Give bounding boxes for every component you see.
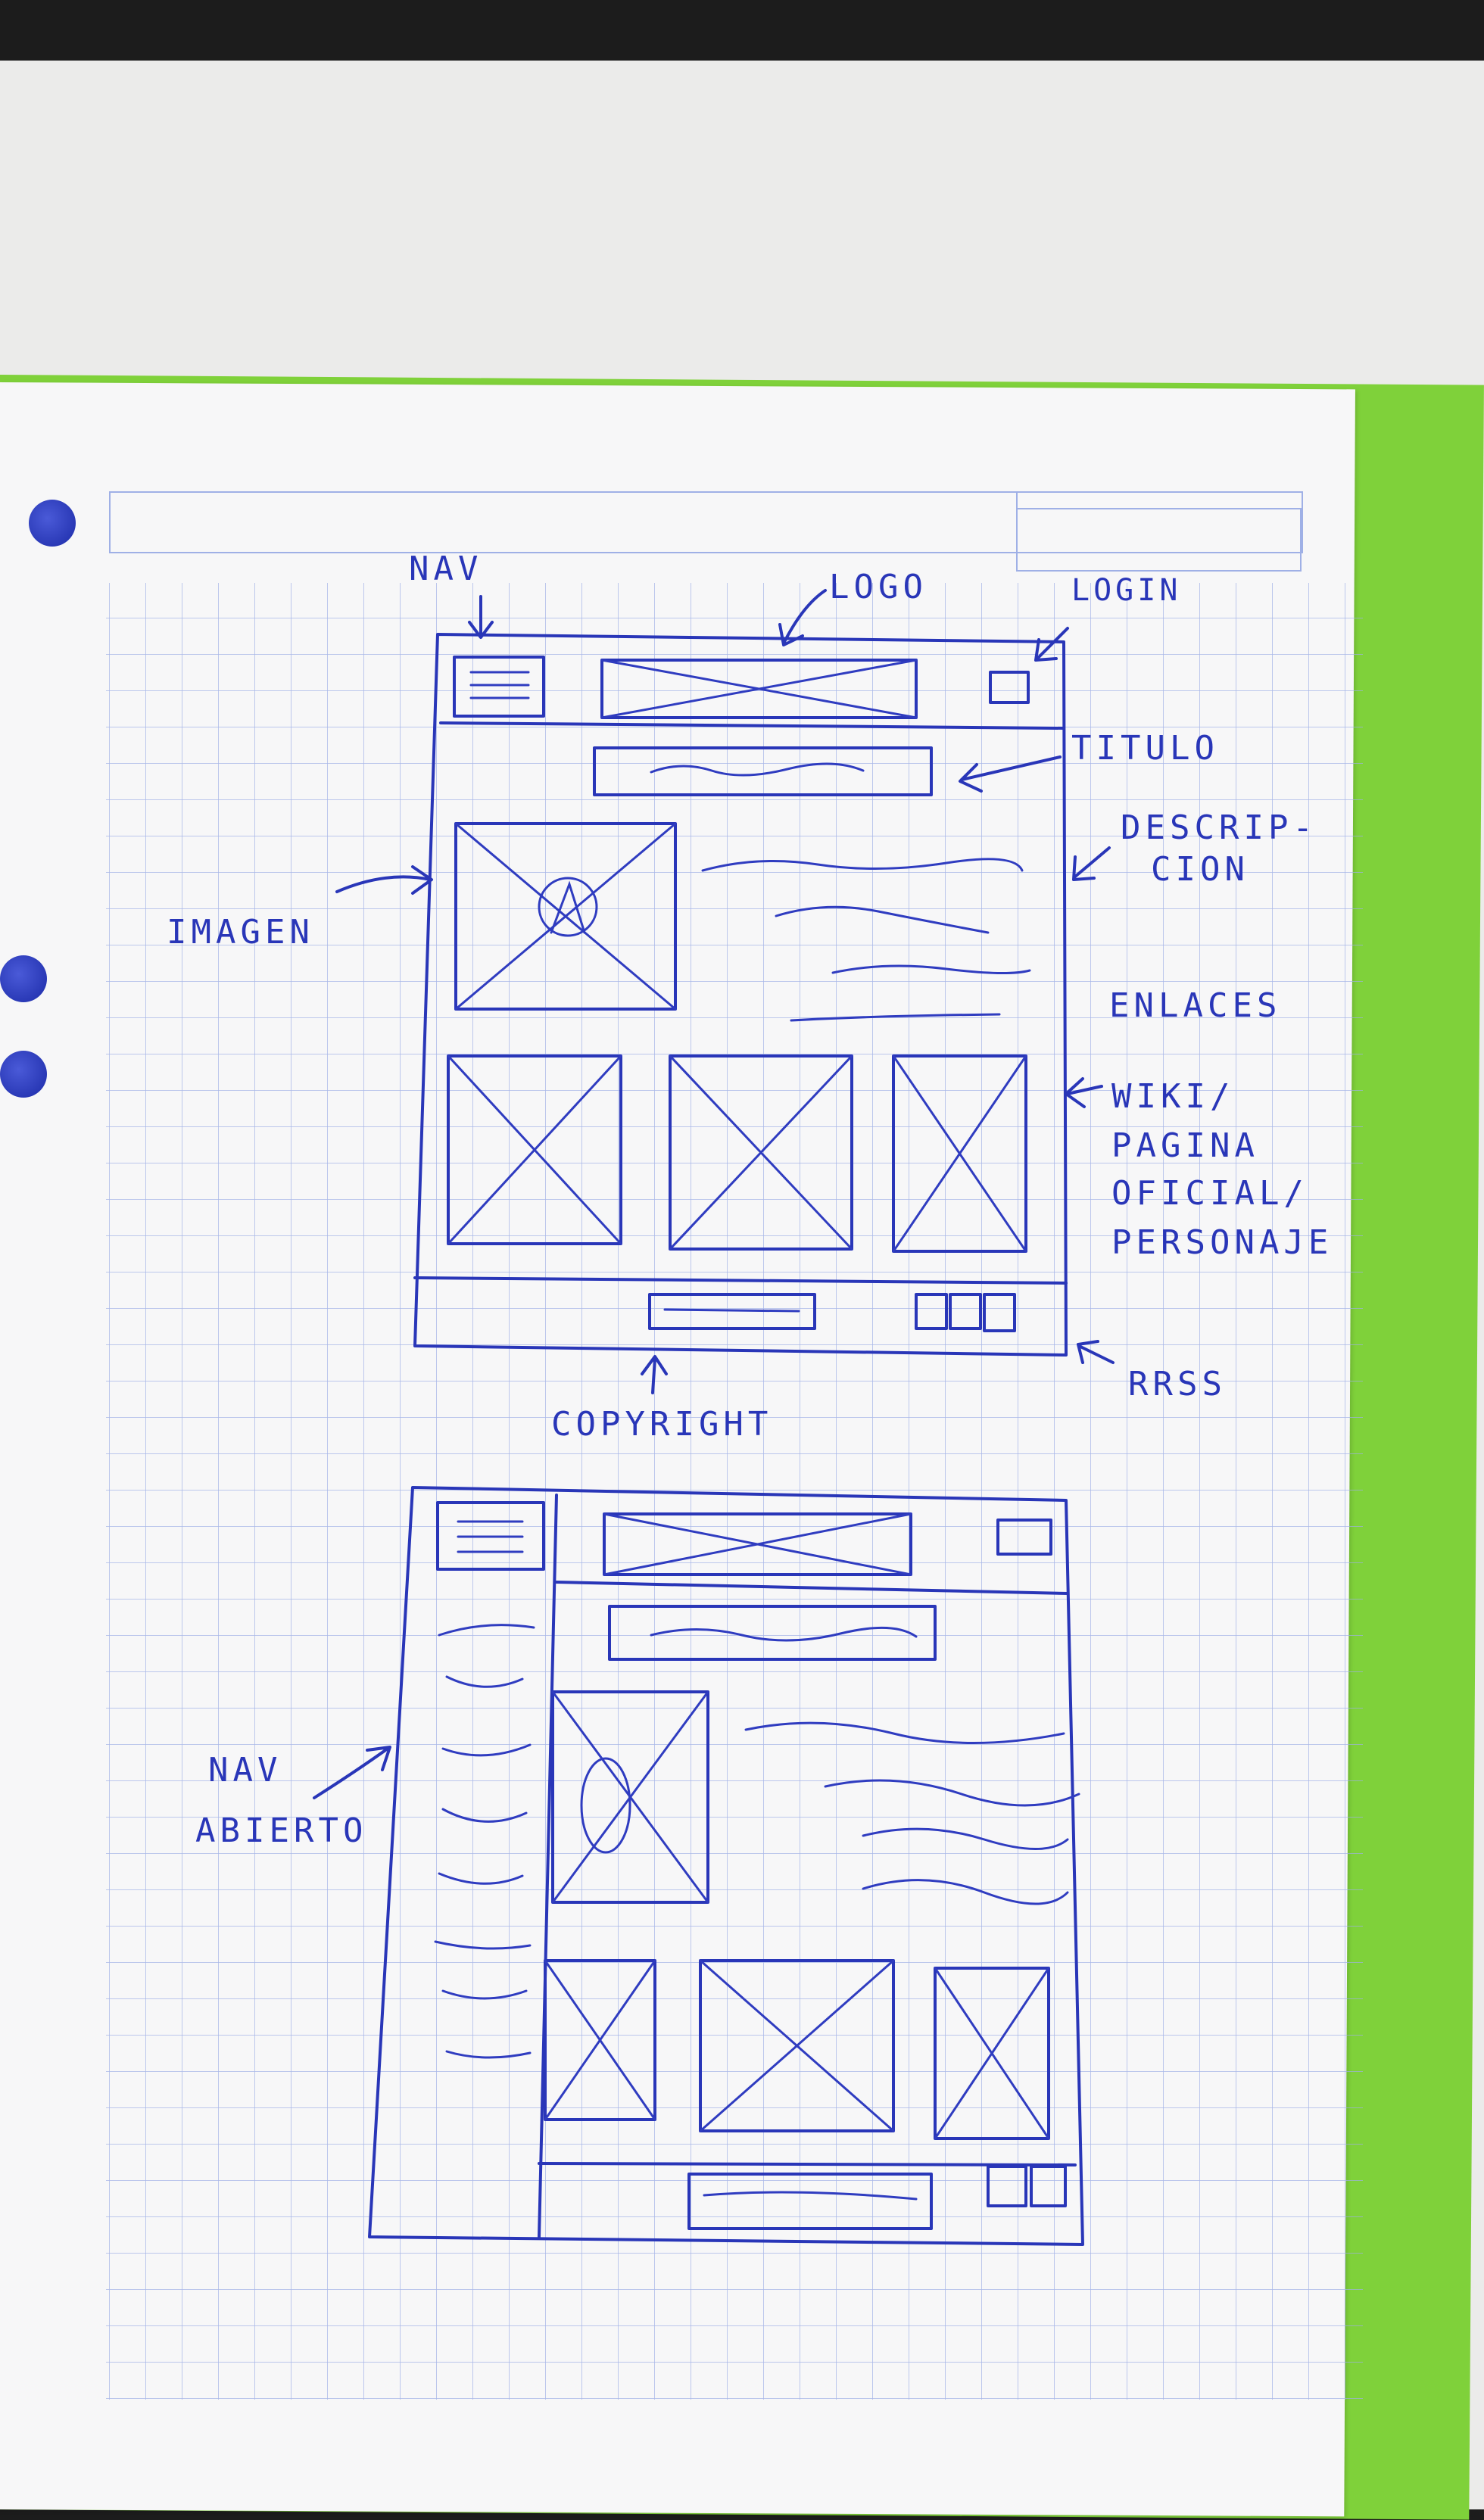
label-descripcion-2: CION — [1151, 850, 1249, 889]
label-nav-abierto-1: NAV — [208, 1751, 282, 1790]
binder-hole — [29, 500, 76, 547]
label-copyright: COPYRIGHT — [551, 1405, 773, 1444]
social-icons — [987, 2165, 1067, 2207]
social-icons — [915, 1293, 1016, 1332]
login-icon — [989, 671, 1030, 704]
login-icon — [996, 1519, 1052, 1556]
title-placeholder — [593, 746, 933, 796]
label-enlaces-personaje: PERSONAJE — [1111, 1223, 1333, 1262]
label-logo: LOGO — [829, 568, 928, 606]
binder-hole — [0, 955, 47, 1002]
nav-menu-scribbles — [434, 1624, 535, 2059]
label-descripcion-1: DESCRIP- — [1121, 808, 1317, 847]
link-card-wiki — [447, 1054, 622, 1245]
label-enlaces: ENLACES — [1109, 986, 1282, 1025]
copyright-bar — [687, 2173, 933, 2230]
wireframe-closed-nav — [413, 633, 1068, 1357]
nav-hamburger-icon — [436, 1501, 545, 1571]
description-scribbles — [744, 1721, 1080, 1905]
link-card-official — [699, 1959, 895, 2132]
label-enlaces-wiki: WIKI/ — [1111, 1077, 1235, 1116]
logo-placeholder — [600, 659, 918, 719]
label-enlaces-oficial: OFICIAL/ — [1111, 1174, 1308, 1213]
link-card-character — [892, 1054, 1027, 1253]
logo-placeholder — [603, 1512, 912, 1576]
label-login: LOGIN — [1071, 573, 1182, 608]
copyright-bar — [648, 1293, 816, 1330]
wireframe-open-nav — [313, 1486, 1084, 2246]
label-nav: NAV — [409, 550, 483, 588]
label-nav-abierto-2: ABIERTO — [195, 1811, 368, 1850]
label-titulo: TITULO — [1071, 729, 1219, 768]
annotation-arrows — [335, 589, 1115, 1394]
label-imagen: IMAGEN — [167, 913, 314, 952]
binder-hole — [0, 1051, 47, 1098]
link-card-character — [934, 1967, 1050, 2140]
label-rrss: RRSS — [1128, 1365, 1227, 1403]
title-placeholder — [608, 1605, 937, 1661]
nav-hamburger-icon — [453, 656, 545, 718]
image-placeholder — [454, 822, 677, 1011]
image-placeholder — [551, 1690, 709, 1904]
label-enlaces-pagina: PAGINA — [1111, 1126, 1259, 1165]
link-card-official — [669, 1054, 853, 1251]
grid-area — [106, 491, 1363, 2400]
description-scribbles — [701, 858, 1031, 1022]
link-card-wiki — [544, 1959, 656, 2121]
